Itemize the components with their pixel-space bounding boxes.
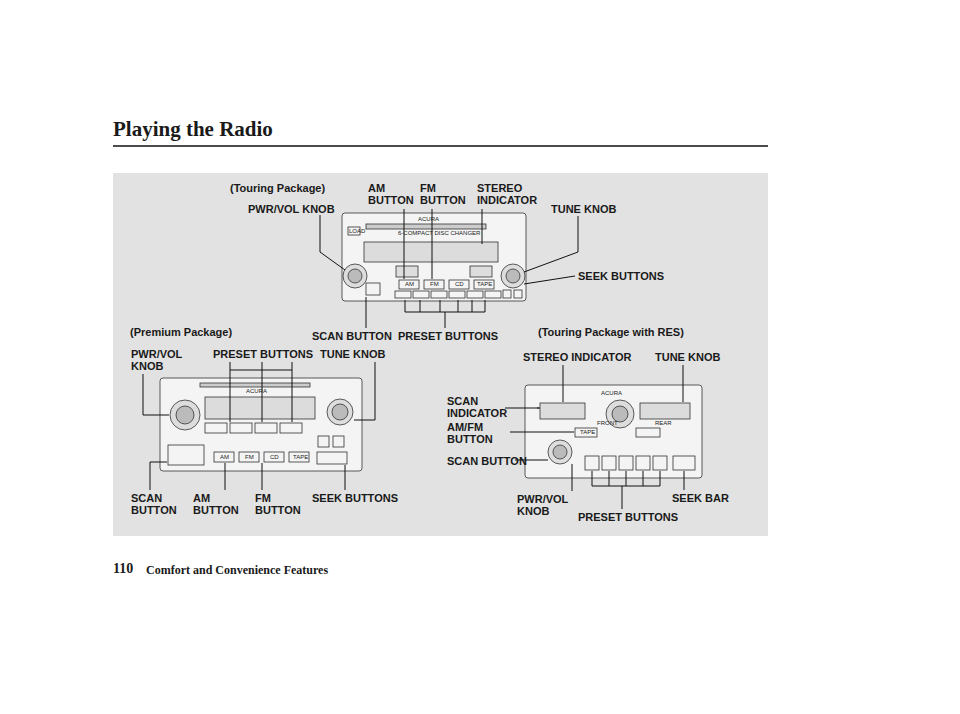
callout-label: STEREO INDICATOR <box>523 351 631 363</box>
callout-label: PRESET BUTTONS <box>578 511 678 523</box>
button-text: CD <box>455 281 464 288</box>
radio-brand: ACURA <box>601 390 622 397</box>
callout-label: AM/FM BUTTON <box>447 421 499 445</box>
callout-label: AM BUTTON <box>193 492 241 516</box>
callout-label: TUNE KNOB <box>320 348 385 360</box>
callout-label: SCAN BUTTON <box>447 455 527 467</box>
callout-label: SCAN INDICATOR <box>447 395 519 419</box>
page-number: 110 <box>113 562 133 576</box>
callout-label: PWR/VOL KNOB <box>248 203 335 215</box>
callout-label: PWR/VOL KNOB <box>517 493 577 517</box>
package-label: (Touring Package) <box>230 182 325 194</box>
package-label: (Premium Package) <box>130 326 232 338</box>
callout-label: STEREO INDICATOR <box>477 182 549 206</box>
callout-label: SEEK BAR <box>672 492 729 504</box>
button-text: FM <box>430 281 439 288</box>
radio-text: REAR <box>655 420 672 427</box>
callout-label: SEEK BUTTONS <box>312 492 398 504</box>
radio-text: FRONT <box>597 420 618 427</box>
button-text: FM <box>245 454 254 461</box>
button-text: TAPE <box>477 281 492 288</box>
callout-label: SEEK BUTTONS <box>578 270 664 282</box>
button-text: CD <box>270 454 279 461</box>
button-text: AM <box>220 454 229 461</box>
radio-text: 6-COMPACT DISC CHANGER <box>398 230 480 237</box>
button-text: LOAD <box>349 228 365 235</box>
callout-label: SCAN BUTTON <box>131 492 183 516</box>
button-text: TAPE <box>293 454 308 461</box>
radio-brand: ACURA <box>246 388 267 395</box>
radio-brand: ACURA <box>418 216 439 223</box>
callout-label: PRESET BUTTONS <box>213 348 313 360</box>
package-label: (Touring Package with RES) <box>538 326 684 338</box>
section-caption: Comfort and Convenience Features <box>146 563 328 577</box>
callout-label: AM BUTTON <box>368 182 416 206</box>
callout-label: TUNE KNOB <box>551 203 616 215</box>
callout-label: PWR/VOL KNOB <box>131 348 191 372</box>
callout-label: FM BUTTON <box>255 492 303 516</box>
button-text: TAPE <box>580 429 595 436</box>
callout-label: PRESET BUTTONS <box>398 330 498 342</box>
button-text: AM <box>405 281 414 288</box>
callout-label: FM BUTTON <box>420 182 468 206</box>
callout-label: SCAN BUTTON <box>312 330 392 342</box>
page-title: Playing the Radio <box>113 117 273 141</box>
callout-label: TUNE KNOB <box>655 351 720 363</box>
